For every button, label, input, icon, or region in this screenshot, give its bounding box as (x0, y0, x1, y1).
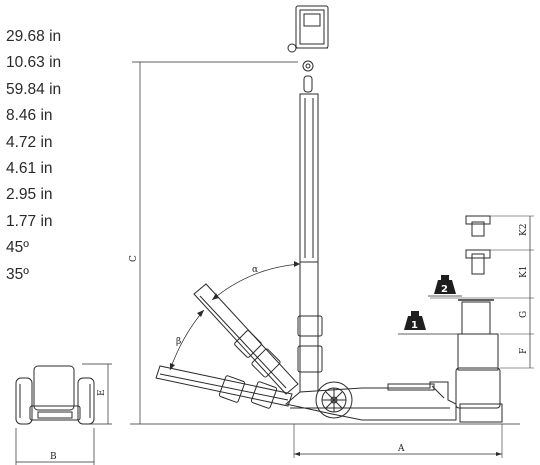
dim-label-e: E (97, 389, 107, 396)
weight-2-label: 2 (441, 284, 448, 295)
dim-label-g: G (519, 311, 529, 318)
dim-label-b: B (50, 452, 57, 462)
spec-value: 10.63 in (6, 54, 62, 72)
angle-label-beta: β (176, 337, 181, 347)
weight-2-icon (434, 280, 456, 294)
spec-value: 45º (6, 239, 29, 257)
dim-label-c: C (129, 255, 139, 262)
angle-label-alpha: α (252, 265, 258, 275)
spec-value: 2.95 in (6, 186, 53, 204)
spec-value: 59.84 in (6, 80, 62, 98)
side-view: C α β (129, 5, 534, 458)
dim-label-a: A (397, 444, 405, 454)
spec-value: 1.77 in (6, 212, 53, 230)
weight-1-icon (404, 316, 426, 330)
dim-label-k2: K2 (519, 224, 529, 236)
dim-label-f: F (519, 348, 529, 354)
front-view: E B (15, 363, 112, 465)
spec-list: 29.68 in 10.63 in 59.84 in 8.46 in 4.72 … (6, 24, 61, 288)
spec-value: 35º (6, 265, 29, 283)
weight-1-label: 1 (411, 320, 418, 331)
spec-value: 29.68 in (6, 28, 62, 45)
spec-value: 4.61 in (6, 160, 53, 178)
spec-value: 4.72 in (6, 133, 53, 151)
spec-value: 8.46 in (6, 107, 53, 125)
dim-label-k1: K1 (519, 266, 529, 278)
